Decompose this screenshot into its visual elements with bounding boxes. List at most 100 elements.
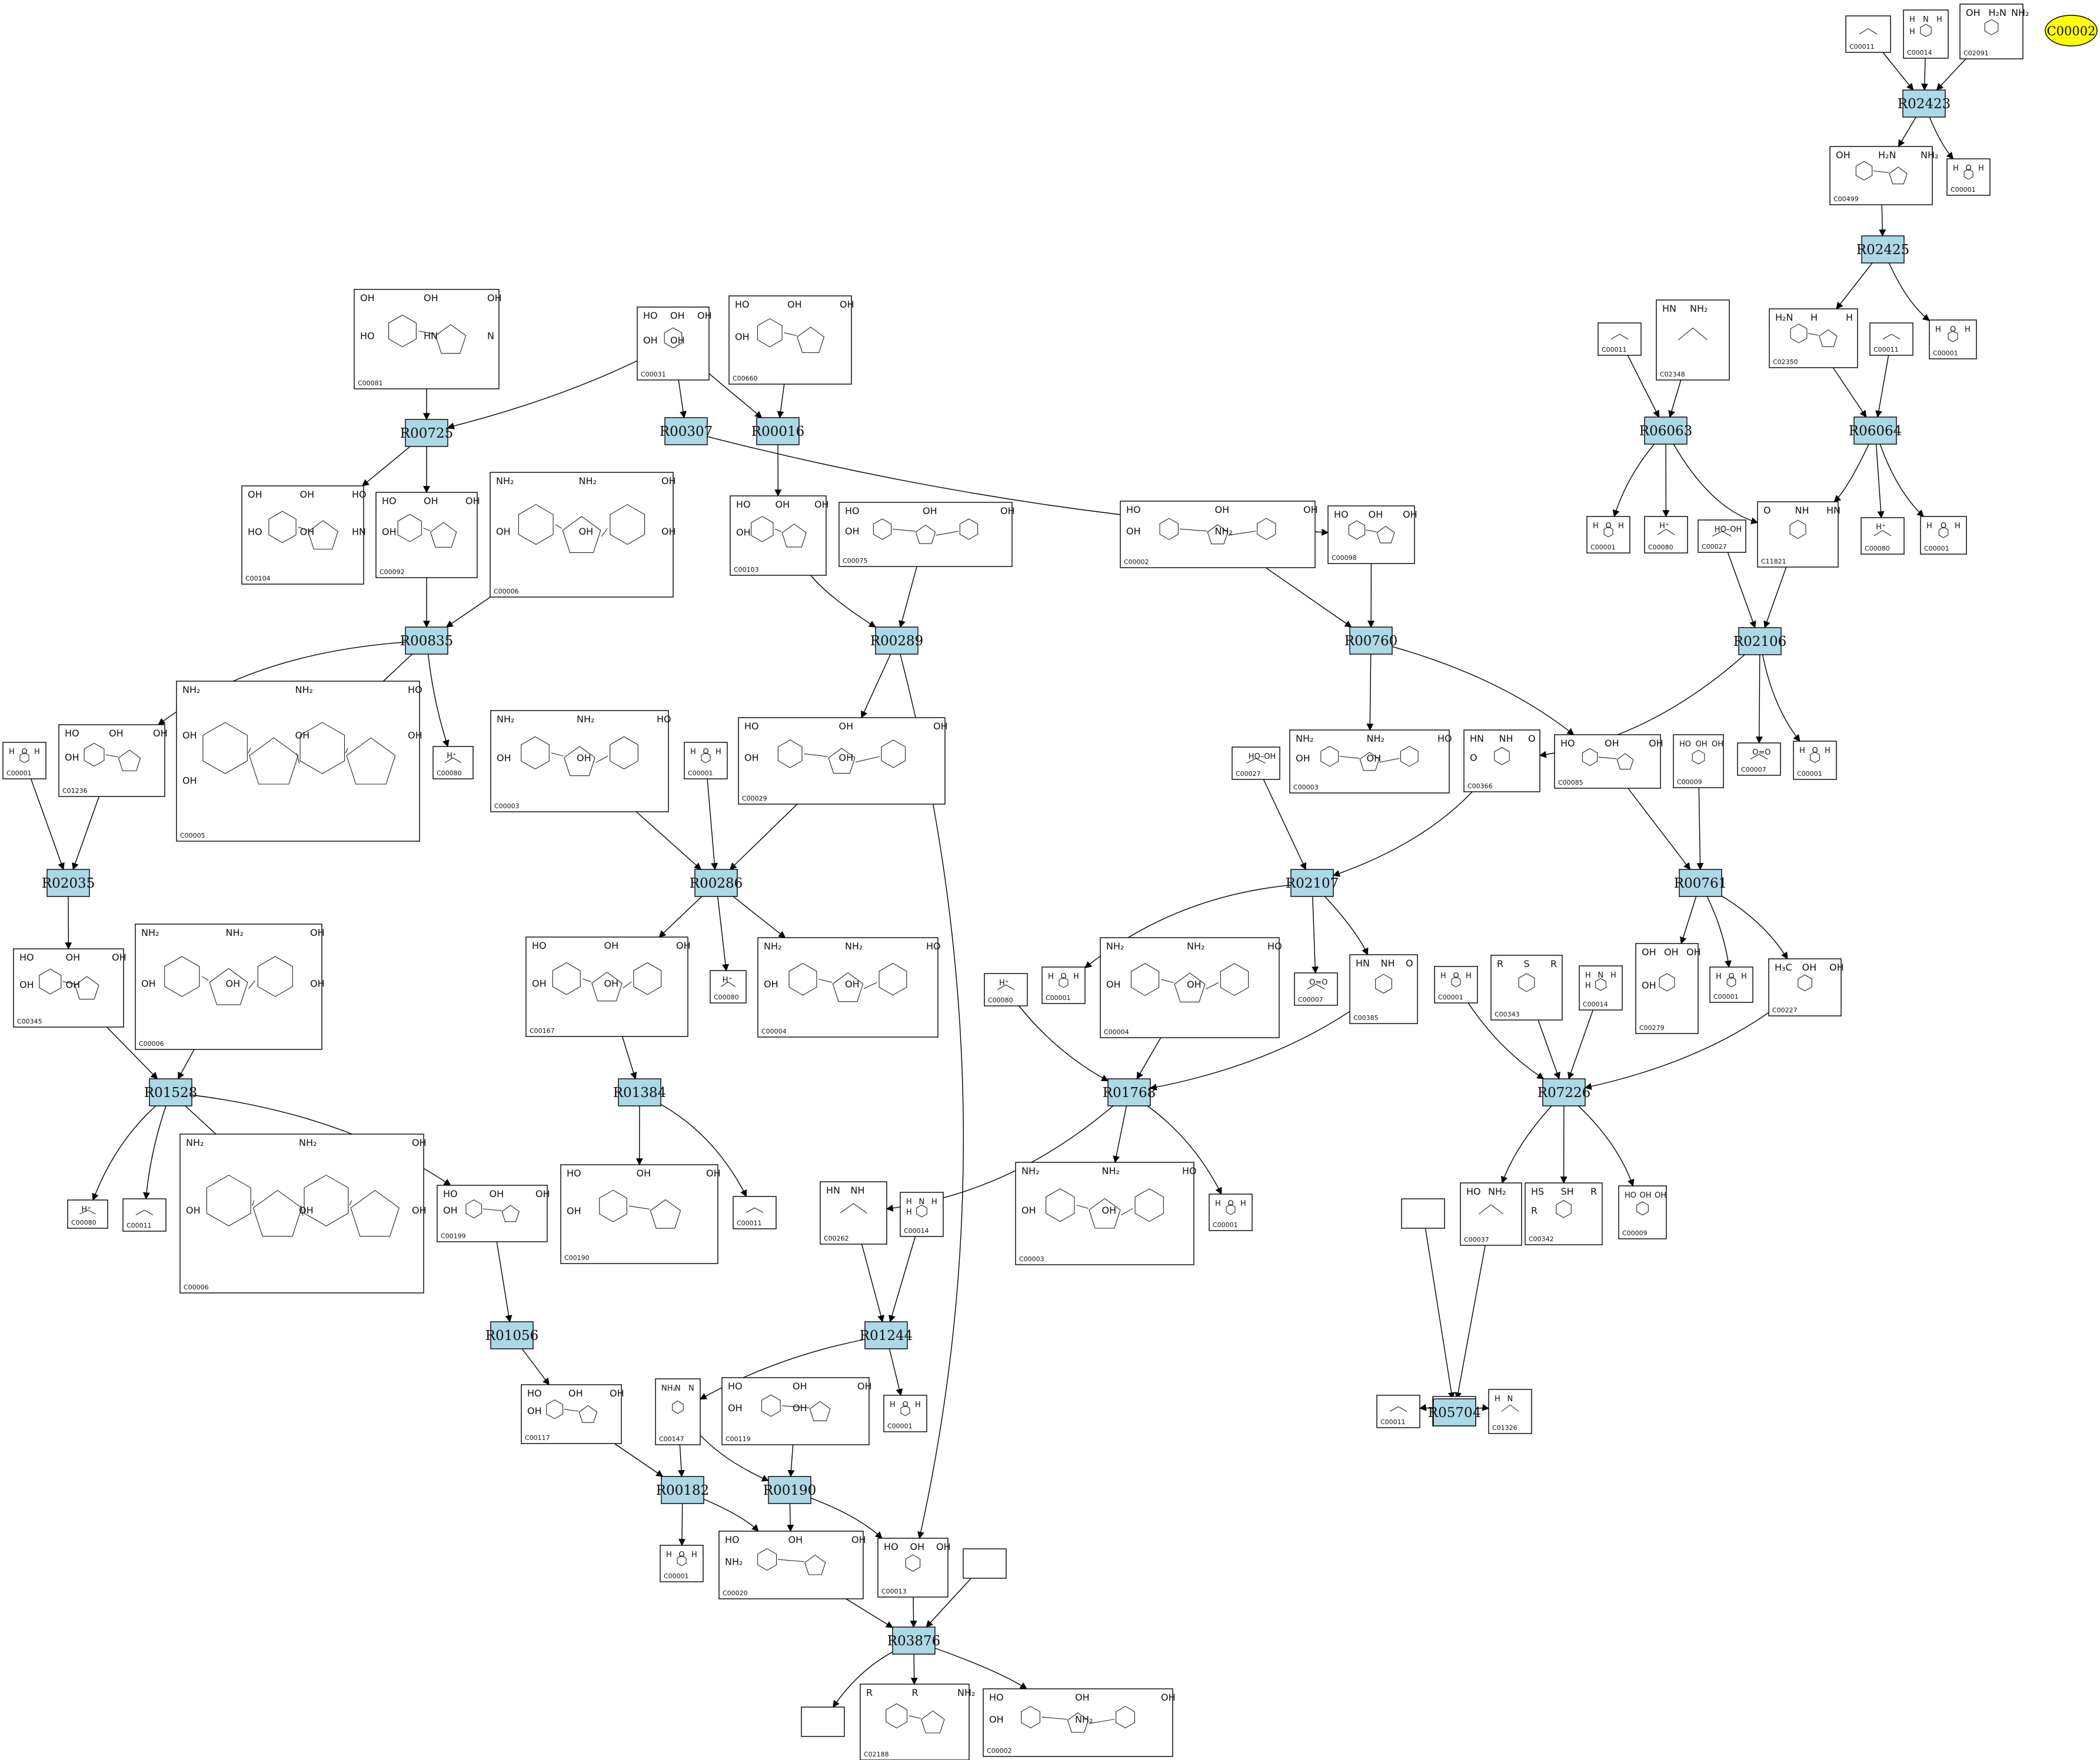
reaction-r02035[interactable]: R02035 (42, 869, 95, 897)
compound-c00080_c[interactable]: H⁺C00080 (432, 746, 474, 779)
compound-blank_c[interactable] (963, 1548, 1007, 1579)
compound-c00011_d[interactable]: C00011 (122, 1198, 167, 1232)
reaction-r00182[interactable]: R00182 (656, 1476, 709, 1504)
reaction-r01528[interactable]: R01528 (144, 1078, 197, 1106)
reaction-r00725[interactable]: R00725 (400, 419, 453, 447)
highlight-node[interactable] (2045, 15, 2098, 46)
reaction-r00016[interactable]: R00016 (751, 417, 804, 445)
compound-c00080_d[interactable]: H⁺C00080 (710, 970, 747, 1004)
reaction-r01244[interactable]: R01244 (860, 1321, 913, 1349)
reaction-r02106[interactable]: R02106 (1733, 627, 1786, 655)
reaction-r01768[interactable]: R01768 (1103, 1078, 1156, 1106)
reaction-r00760[interactable]: R00760 (1344, 626, 1397, 655)
reaction-r03876[interactable]: R03876 (887, 1626, 940, 1655)
compound-blank_d[interactable] (801, 1706, 845, 1737)
reaction-r00761[interactable]: R00761 (1674, 869, 1727, 897)
compound-c00011_a[interactable]: C00011 (1845, 15, 1891, 53)
compound-c00080_e[interactable]: H⁺C00080 (984, 973, 1028, 1006)
reaction-r02423[interactable]: R02423 (1898, 89, 1951, 118)
reaction-r05704[interactable]: R05704 (1428, 1398, 1481, 1426)
reaction-r02425[interactable]: R02425 (1856, 235, 1909, 264)
reaction-r00307[interactable]: R00307 (660, 417, 713, 445)
compound-c00011_b[interactable]: C00011 (1598, 322, 1642, 356)
compound-c00011_f[interactable]: C00011 (1376, 1395, 1420, 1428)
compound-c00011_c[interactable]: C00011 (1869, 322, 1913, 356)
compound-c00080_f[interactable]: H⁺C00080 (67, 1199, 108, 1229)
reaction-r00289[interactable]: R00289 (870, 626, 923, 655)
compound-c00080_a[interactable]: H⁺C00080 (1644, 516, 1688, 554)
compound-blank_a[interactable] (1401, 1198, 1445, 1229)
compound-c00080_b[interactable]: H⁺C00080 (1861, 517, 1905, 555)
reaction-r07226[interactable]: R07226 (1537, 1078, 1590, 1106)
compound-c00011_e[interactable]: C00011 (733, 1196, 777, 1229)
reaction-r01384[interactable]: R01384 (613, 1078, 666, 1106)
reaction-r06063[interactable]: R06063 (1639, 416, 1692, 445)
reaction-r00190[interactable]: R00190 (763, 1476, 816, 1504)
reaction-r06064[interactable]: R06064 (1849, 416, 1902, 445)
reaction-r00286[interactable]: R00286 (690, 869, 743, 897)
